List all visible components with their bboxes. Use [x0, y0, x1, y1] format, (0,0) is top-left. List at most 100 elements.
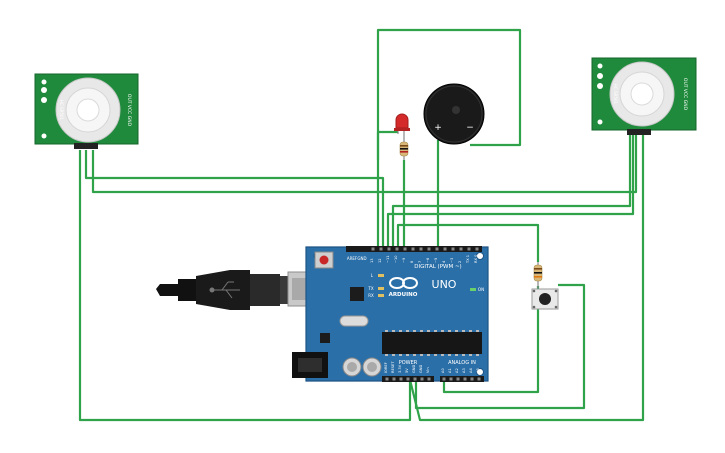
power-label: POWER: [399, 360, 418, 366]
header-pin[interactable]: [449, 377, 453, 381]
tx-label: TX: [367, 286, 373, 291]
header-pin[interactable]: [385, 377, 389, 381]
pin-label: 12: [378, 258, 382, 263]
wire-pir-left-gnd[interactable]: [78, 150, 412, 422]
pir-left-pot-icon-2[interactable]: [41, 97, 47, 103]
tx-led: [378, 287, 384, 290]
pir-right-model-text: HC-SR501: [613, 84, 618, 105]
pir-sensor-right[interactable]: OUT VCC GND HC-SR501: [591, 57, 697, 135]
pin-label: RESET: [391, 361, 395, 373]
resistor-button[interactable]: [533, 262, 543, 288]
pin-label: ~3: [450, 258, 454, 263]
header-pin[interactable]: [443, 247, 447, 251]
header-pin[interactable]: [435, 247, 439, 251]
header-pin[interactable]: [456, 377, 460, 381]
header-pin[interactable]: [451, 247, 455, 251]
header-pin[interactable]: [463, 377, 467, 381]
header-pin[interactable]: [392, 377, 396, 381]
header-pin[interactable]: [387, 247, 391, 251]
header-pin[interactable]: [419, 247, 423, 251]
header-pin[interactable]: [467, 247, 471, 251]
piezo-buzzer[interactable]: + −: [423, 83, 485, 145]
pir-right-header: [627, 129, 651, 135]
wires: [78, 28, 645, 422]
wire-button-signal[interactable]: [396, 223, 540, 262]
header-pin[interactable]: [399, 377, 403, 381]
digital-pin-row: 13 12 ~11 ~10 ~9 8 7 ~6 ~5 4 ~3 2 TX 1 RX 0: [370, 247, 479, 264]
digital-label: DIGITAL (PWM ~): [414, 264, 461, 270]
pin-label: 3.3V: [398, 364, 402, 373]
header-pin[interactable]: [475, 247, 479, 251]
atmega-chip: [382, 332, 482, 354]
pin-label: ~10: [394, 255, 398, 263]
rx-led: [378, 294, 384, 297]
pin-label: ~6: [426, 257, 430, 263]
pir-right-pot-icon[interactable]: [597, 73, 603, 79]
pin-label: 7: [418, 261, 422, 263]
header-pin[interactable]: [459, 247, 463, 251]
rx-label: RX: [368, 293, 374, 298]
pin-label: ~5: [434, 258, 438, 263]
pin-label: A0: [441, 368, 445, 373]
wire-pir-left-out[interactable]: [91, 135, 638, 194]
wire-buzzer-minus[interactable]: [376, 28, 522, 246]
header-pin[interactable]: [427, 247, 431, 251]
pin-label: 5V: [405, 368, 409, 373]
header-pin[interactable]: [406, 377, 410, 381]
header-pin[interactable]: [442, 377, 446, 381]
pin-label: 13: [370, 258, 374, 263]
pin-label: ~9: [402, 257, 406, 263]
red-led[interactable]: [394, 113, 410, 138]
header-pin[interactable]: [371, 247, 375, 251]
pin-label: ~11: [386, 255, 390, 263]
analog-header: [440, 376, 484, 382]
header-pin[interactable]: [427, 377, 431, 381]
pin-label: IOREF: [384, 362, 388, 373]
wire-button-5v[interactable]: [414, 283, 586, 410]
aref-label: AREF: [347, 256, 358, 261]
pir-left-model-text: HC-SR501: [59, 100, 64, 121]
l-label: L: [371, 273, 374, 278]
pin-label: TX 1: [466, 255, 470, 264]
gnd-label: GND: [357, 256, 366, 261]
pin-label: RX 0: [474, 254, 478, 263]
header-pin[interactable]: [379, 247, 383, 251]
header-pin[interactable]: [403, 247, 407, 251]
pin-label: 4: [442, 260, 446, 263]
pushbutton[interactable]: [531, 288, 559, 310]
pin-label: Vin: [426, 367, 430, 373]
header-pin[interactable]: [420, 377, 424, 381]
pin-label: 8: [410, 260, 414, 263]
header-pin[interactable]: [413, 377, 417, 381]
header-pin[interactable]: [395, 247, 399, 251]
analog-label: ANALOG IN: [448, 360, 476, 366]
wire-digital-extra[interactable]: [386, 135, 635, 246]
l-led: [378, 274, 384, 277]
arduino-brand: ARDUINO: [389, 292, 418, 298]
pin-label: A2: [455, 368, 459, 373]
pir-right-pot-icon-2[interactable]: [597, 83, 603, 89]
usb-chip: [350, 287, 364, 301]
crystal-oscillator: [339, 315, 369, 327]
wire-button-gnd[interactable]: [442, 286, 540, 394]
arduino-uno[interactable]: 13 12 ~11 ~10 ~9 8 7 ~6 ~5 4 ~3 2 TX 1 RX 0 DIGITAL (…: [292, 246, 489, 382]
wire-pir-right-vcc[interactable]: [391, 135, 632, 246]
usb-cable: [156, 270, 319, 310]
pir-right-pin-text: OUT VCC GND: [682, 78, 688, 111]
wire-led-gnd[interactable]: [376, 130, 398, 160]
header-pin[interactable]: [477, 377, 481, 381]
pir-left-header: [74, 143, 98, 149]
on-label: ON: [478, 287, 484, 292]
pir-left-pot-icon[interactable]: [41, 87, 47, 93]
pin-label: 2: [458, 261, 462, 263]
header-pin[interactable]: [411, 247, 415, 251]
pir-sensor-left[interactable]: OUT VCC GND HC-SR501: [34, 73, 139, 149]
buzzer-minus-label: −: [466, 123, 474, 133]
header-pin[interactable]: [470, 377, 474, 381]
pir-left-pin-text: OUT VCC GND: [126, 94, 132, 127]
resistor-led[interactable]: [399, 138, 409, 160]
usb-icon: [209, 281, 240, 299]
wire-pir-left-vcc[interactable]: [84, 150, 385, 246]
